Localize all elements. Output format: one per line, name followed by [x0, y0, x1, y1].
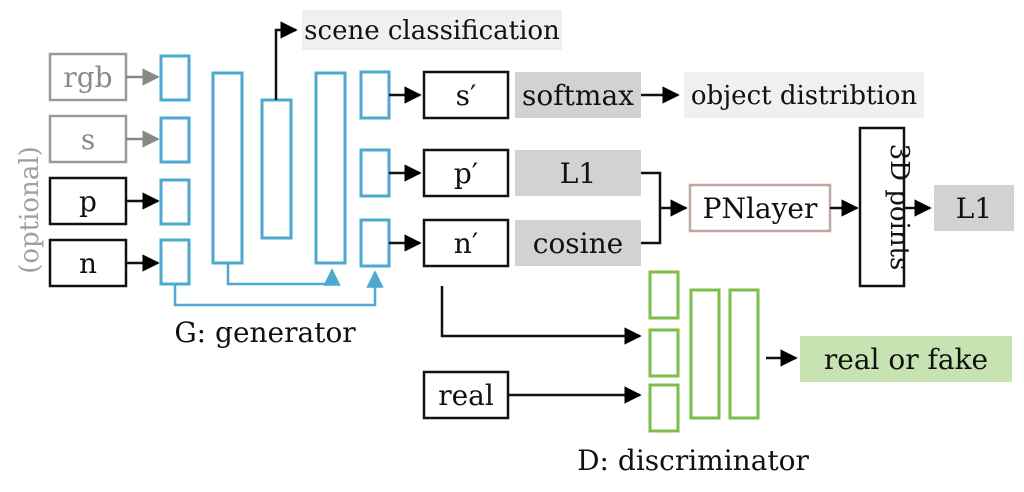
cosine-loss-label: cosine [515, 220, 641, 266]
merge-bracket [641, 171, 662, 245]
svg-text:real: real [438, 379, 494, 412]
output-s-prime: s′ [422, 70, 510, 120]
discriminator-label: D: discriminator [577, 444, 809, 477]
svg-text:L1: L1 [560, 157, 596, 190]
svg-text:cosine: cosine [533, 227, 623, 260]
svg-text:real or fake: real or fake [824, 343, 988, 376]
svg-text:n: n [79, 247, 97, 280]
object-distribution-label: object distribtion [684, 72, 924, 118]
skip-connection-inner [226, 263, 341, 286]
svg-text:rgb: rgb [63, 61, 112, 94]
input-n: n [48, 238, 128, 288]
generator-label: G: generator [174, 316, 356, 349]
svg-text:L1: L1 [956, 192, 992, 225]
input-p: p [48, 176, 128, 226]
l1-loss-label: L1 [515, 150, 641, 196]
real-input: real [422, 370, 510, 420]
arrow-scene-classification [274, 21, 298, 100]
softmax-label: softmax [515, 72, 641, 118]
3d-points-box: 3D points [858, 126, 914, 288]
generator-layer-3 [314, 71, 347, 265]
final-l1-label: L1 [934, 185, 1014, 231]
generator-bottleneck [260, 98, 293, 240]
skip-connection-outer [173, 270, 384, 307]
svg-text:scene classification: scene classification [304, 16, 560, 46]
real-or-fake-label: real or fake [800, 336, 1012, 382]
output-p-prime: p′ [422, 148, 510, 198]
input-rgb: rgb [48, 52, 128, 102]
discriminator-layer-2 [728, 288, 760, 420]
output-n-prime: n′ [422, 218, 510, 268]
svg-text:PNlayer: PNlayer [703, 192, 818, 225]
svg-text:object distribtion: object distribtion [691, 81, 918, 111]
scene-classification-label: scene classification [302, 10, 562, 50]
svg-text:p: p [79, 185, 97, 218]
svg-text:s′: s′ [456, 79, 477, 112]
svg-text:s: s [81, 123, 95, 156]
generator-layer-1 [211, 71, 244, 265]
input-optional-label: (optional) [15, 146, 45, 274]
generator-decoder-outputs [359, 70, 391, 268]
svg-text:n′: n′ [454, 227, 478, 260]
input-s: s [48, 114, 128, 164]
svg-text:softmax: softmax [522, 79, 634, 112]
svg-text:p′: p′ [454, 157, 478, 190]
pnlayer-box: PNlayer [688, 183, 832, 233]
arrow-generated-to-discriminator [440, 286, 642, 345]
discriminator-inputs [648, 270, 680, 433]
generator-encoder-inputs [159, 54, 191, 286]
discriminator-layer-1 [689, 288, 721, 420]
svg-text:(optional): (optional) [15, 146, 45, 274]
